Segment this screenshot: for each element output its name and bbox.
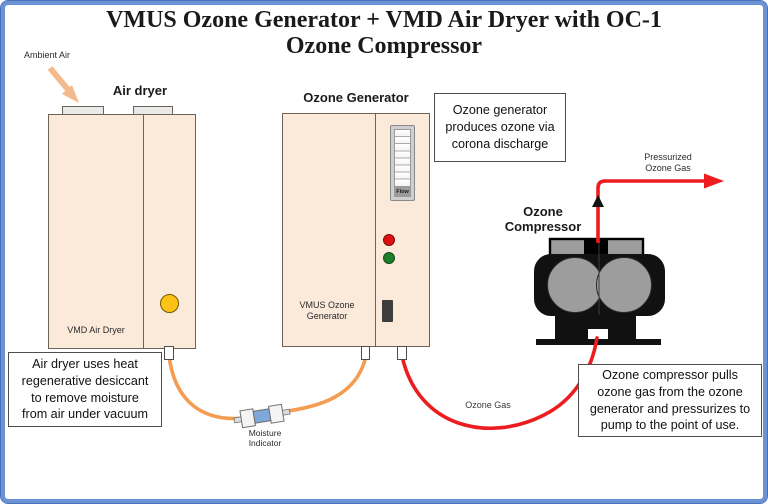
power-led-red bbox=[383, 234, 395, 246]
compressor-inlet-notch bbox=[588, 329, 608, 341]
air-dryer-heading: Air dryer bbox=[112, 83, 168, 98]
compressor-cylinder-right bbox=[596, 257, 652, 313]
ozone-generator-divider bbox=[375, 114, 377, 346]
flow-meter: Flow bbox=[390, 125, 415, 201]
ozone-gas-tube bbox=[400, 336, 599, 430]
pressurized-ozone-gas-label: Pressurized Ozone Gas bbox=[644, 152, 692, 173]
flow-direction-arrowhead bbox=[592, 195, 604, 207]
vmus-unit-label: VMUS Ozone Generator bbox=[299, 300, 355, 321]
moisture-indicator bbox=[233, 403, 291, 429]
compressor-cylinder-left bbox=[547, 257, 603, 313]
air-dryer-divider bbox=[143, 115, 145, 348]
air-dryer-indicator-window bbox=[160, 294, 179, 313]
dried-air-tube-left bbox=[167, 354, 246, 421]
ozone-compressor-graphic bbox=[534, 237, 665, 345]
generator-inlet-port bbox=[361, 346, 370, 360]
compressor-top-port bbox=[584, 238, 608, 256]
moisture-indicator-label: Moisture Indicator bbox=[248, 428, 282, 449]
compressor-base-plate bbox=[536, 339, 661, 345]
ambient-air-label: Ambient Air bbox=[24, 50, 71, 60]
air-dryer-outlet-port bbox=[164, 346, 174, 360]
vmd-unit-label: VMD Air Dryer bbox=[67, 325, 125, 335]
flow-meter-label: Flow bbox=[394, 186, 411, 197]
output-arrowhead bbox=[704, 173, 724, 189]
dried-air-tube-right bbox=[279, 354, 368, 414]
ozone-gas-label: Ozone Gas bbox=[465, 400, 511, 410]
ambient-air-arrow bbox=[47, 66, 79, 103]
ozone-compressor-heading: Ozone Compressor bbox=[504, 204, 582, 234]
air-dryer-note: Air dryer uses heat regenerative desicca… bbox=[8, 352, 162, 427]
generator-note: Ozone generator produces ozone via coron… bbox=[434, 93, 566, 162]
status-led-green bbox=[383, 252, 395, 264]
ozone-generator-heading: Ozone Generator bbox=[303, 90, 409, 105]
power-switch bbox=[382, 300, 393, 322]
diagram-title: VMUS Ozone Generator + VMD Air Dryer wit… bbox=[106, 7, 662, 60]
pressurized-output-line bbox=[592, 173, 724, 243]
compressor-note: Ozone compressor pulls ozone gas from th… bbox=[578, 364, 762, 437]
generator-outlet-port bbox=[397, 346, 407, 360]
